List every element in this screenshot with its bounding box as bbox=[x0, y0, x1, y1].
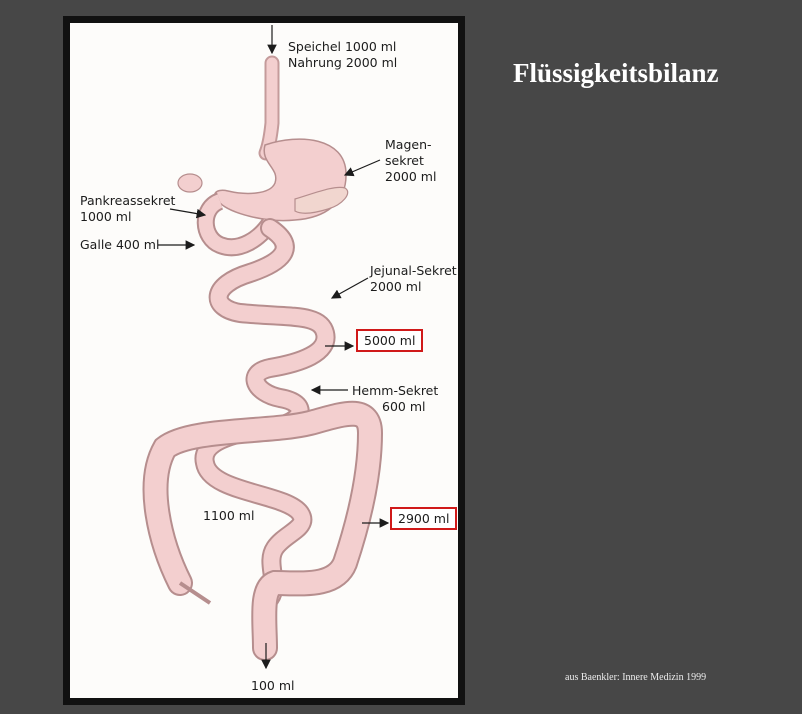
label-magen-1: Magen- bbox=[385, 137, 432, 152]
label-nahrung: Nahrung 2000 ml bbox=[288, 55, 397, 70]
gi-tract-drawing bbox=[70, 23, 458, 698]
label-hemm-1: Hemm-Sekret bbox=[352, 383, 438, 398]
label-magen-3: 2000 ml bbox=[385, 169, 436, 184]
slide-title: Flüssigkeitsbilanz bbox=[513, 58, 719, 89]
label-jejunal-1: Jejunal-Sekret bbox=[370, 263, 457, 278]
gallbladder bbox=[178, 174, 202, 192]
gi-tract-figure: Speichel 1000 ml Nahrung 2000 ml Magen- … bbox=[70, 23, 458, 698]
label-100-ml: 100 ml bbox=[251, 678, 294, 693]
label-2900-ml-highlighted: 2900 ml bbox=[390, 507, 457, 530]
label-galle: Galle 400 ml bbox=[80, 237, 159, 252]
label-pankreas-1: Pankreassekret bbox=[80, 193, 175, 208]
label-1100-ml: 1100 ml bbox=[203, 508, 254, 523]
source-citation: aus Baenkler: Innere Medizin 1999 bbox=[565, 672, 706, 683]
label-pankreas-2: 1000 ml bbox=[80, 209, 131, 224]
label-5000-ml-highlighted: 5000 ml bbox=[356, 329, 423, 352]
label-magen-2: sekret bbox=[385, 153, 424, 168]
label-hemm-2: 600 ml bbox=[382, 399, 425, 414]
label-jejunal-2: 2000 ml bbox=[370, 279, 421, 294]
label-speichel: Speichel 1000 ml bbox=[288, 39, 396, 54]
